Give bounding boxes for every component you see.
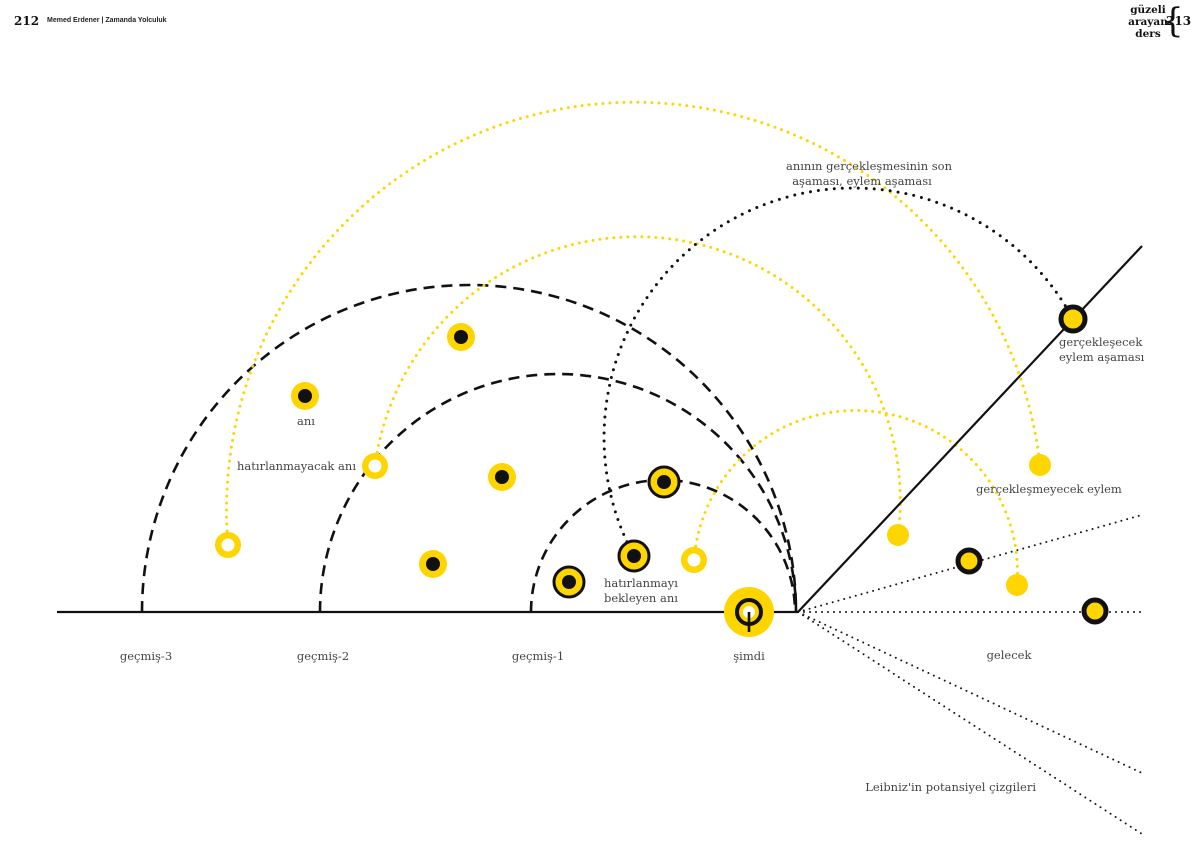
hollow-dot-icon [681, 547, 707, 573]
tick-label-past2: geçmiş-2 [297, 649, 349, 663]
arc-past2 [318, 372, 798, 613]
label-unremembered-memory: hatırlanmayacak anı [237, 459, 356, 473]
label-awaiting-memory-2: bekleyen anı [604, 591, 678, 605]
label-awaiting-memory-1: hatırlanmayı [604, 576, 678, 590]
black-dotted-arc [602, 186, 1075, 558]
memory-dots [291, 323, 516, 578]
future-action-dot-icon [1081, 597, 1109, 625]
tick-label-now: şimdi [733, 649, 765, 663]
label-leibniz: Leibniz'in potansiyel çizgileri [865, 780, 1036, 794]
unrealized-action-dot-icon [887, 524, 909, 546]
label-realizing-stage-2: eylem aşaması [1059, 350, 1145, 364]
label-final-stage-1: anının gerçekleşmesinin son [786, 159, 953, 173]
now-marker-icon [724, 587, 774, 637]
tick-label-future: gelecek [987, 648, 1033, 662]
arc-past3 [140, 283, 798, 613]
realizing-action-dot-icon [1058, 304, 1088, 334]
future-action-dot-icon [955, 547, 983, 575]
awaiting-memory-dots [552, 465, 681, 599]
label-final-stage-2: aşaması, eylem aşaması [792, 174, 932, 188]
awaiting-dot-icon [552, 565, 586, 599]
hollow-dot-icon [362, 453, 388, 479]
label-memory: anı [297, 414, 315, 428]
yellow-arc-inner [692, 409, 1019, 587]
unrealized-action-dot-icon [1006, 574, 1028, 596]
leibniz-potential-lines [797, 514, 1143, 835]
running-title: Memed Erdener | Zamanda Yolculuk [47, 17, 167, 24]
tick-label-past1: geçmiş-1 [512, 649, 564, 663]
left-page-number: 212 [14, 14, 40, 28]
memory-dot-icon [291, 382, 319, 410]
logo-line-2: arayan [1128, 16, 1168, 28]
logo: güzeli arayan ders [1126, 4, 1170, 40]
yellow-arc-middle [373, 235, 902, 537]
awaiting-dot-icon [617, 539, 651, 573]
tick-label-past3: geçmiş-3 [120, 649, 172, 663]
right-page-number: 213 [1166, 14, 1192, 28]
memory-dot-icon [447, 323, 475, 351]
unrealized-action-dot-icon [1029, 454, 1051, 476]
future-solid-line [797, 245, 1143, 613]
memory-dot-icon [419, 550, 447, 578]
future-dots [887, 304, 1109, 625]
hollow-dot-icon [215, 532, 241, 558]
logo-line-3: ders [1135, 28, 1161, 40]
memory-dot-icon [488, 463, 516, 491]
logo-brace-icon: { [1162, 1, 1184, 41]
label-realizing-stage-1: gerçekleşecek [1059, 335, 1143, 349]
awaiting-dot-icon [647, 465, 681, 499]
yellow-dotted-arcs [225, 100, 1042, 587]
label-unrealized-action: gerçekleşmeyecek eylem [976, 482, 1122, 496]
unremembered-dots [215, 453, 707, 573]
logo-line-1: güzeli [1130, 4, 1166, 16]
yellow-arc-outer [225, 100, 1042, 547]
